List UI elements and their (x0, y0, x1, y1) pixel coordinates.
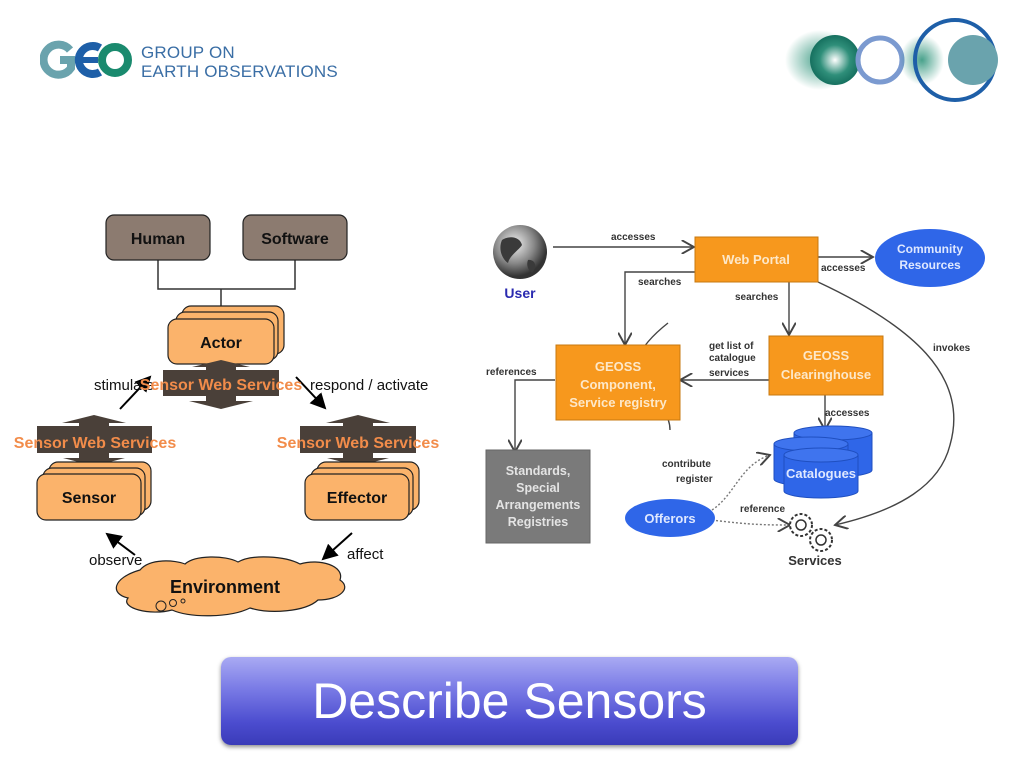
offerors-node[interactable]: Offerors (625, 499, 715, 537)
respond-arrow (295, 376, 327, 410)
gears-icon (789, 513, 833, 552)
registry-standards-arrow (515, 379, 555, 452)
catalogues-node[interactable]: Catalogues (773, 425, 873, 499)
geo-logo (39, 40, 135, 80)
user-node[interactable]: User (493, 225, 547, 301)
community-line2: Resources (899, 258, 961, 272)
logo-text: GROUP ON EARTH OBSERVATIONS (141, 43, 338, 81)
actor-node[interactable]: Actor (167, 305, 285, 365)
registry-line1: GEOSS (595, 359, 642, 374)
invokes-label: invokes (933, 343, 971, 354)
reference-label: reference (740, 504, 785, 515)
describe-sensors-banner: Describe Sensors (221, 657, 798, 745)
register-label: register (676, 474, 713, 485)
getlist-line2: catalogue (709, 353, 756, 364)
affect-label: affect (347, 546, 384, 563)
logo-line2: EARTH OBSERVATIONS (141, 62, 338, 81)
geoss-clearinghouse-node[interactable]: GEOSS Clearinghouse (768, 335, 884, 396)
human-label: Human (131, 231, 185, 248)
effector-label: Effector (327, 490, 387, 507)
sws-right-label: Sensor Web Services (277, 435, 440, 452)
software-node[interactable]: Software (242, 214, 348, 261)
registry-line2: Component, (580, 377, 656, 392)
searches-left-label: searches (638, 277, 682, 288)
services-node[interactable]: Services (788, 513, 842, 568)
portal-services-arrow (817, 281, 955, 525)
sws-left-label: Sensor Web Services (14, 435, 177, 452)
circles-decoration (775, 12, 1020, 107)
web-portal-label: Web Portal (722, 252, 790, 267)
effector-node[interactable]: Effector (304, 461, 420, 521)
registry-line3: Service registry (569, 395, 667, 410)
logo-line1: GROUP ON (141, 43, 235, 62)
stimulate-arrow (119, 375, 152, 410)
software-label: Software (261, 231, 329, 248)
sws-left-arrow (37, 415, 152, 466)
human-node[interactable]: Human (105, 214, 211, 261)
standards-line3: Arrangements (496, 498, 581, 512)
sensor-label: Sensor (62, 490, 116, 507)
sws-right-arrow (300, 415, 416, 466)
actor-label: Actor (200, 335, 242, 352)
environment-label: Environment (170, 577, 280, 597)
searches-mid-label: searches (735, 292, 779, 303)
user-label: User (504, 285, 536, 301)
portal-registry-arrow (625, 271, 695, 345)
sensor-web-diagram: Human Software Actor Sensor Effector st (14, 214, 440, 617)
environment-node[interactable]: Environment (115, 556, 346, 617)
community-resources-node[interactable]: Community Resources (875, 229, 985, 287)
sensor-node[interactable]: Sensor (36, 461, 152, 521)
offerors-catalogues-arrow (711, 455, 770, 511)
standards-line1: Standards, (506, 464, 571, 478)
getlist-line3: services (709, 368, 749, 379)
banner-title: Describe Sensors (312, 673, 707, 729)
observe-arrow (105, 532, 136, 556)
stimulate-label: stimulate (94, 377, 154, 394)
catalogues-label: Catalogues (786, 466, 856, 481)
circles-icon (785, 18, 998, 102)
standards-line2: Special (516, 481, 560, 495)
geoss-registry-node[interactable]: GEOSS Component, Service registry (555, 344, 681, 421)
offerors-label: Offerors (644, 511, 695, 526)
accesses-cat-label: accesses (825, 408, 870, 419)
clearing-line2: Clearinghouse (781, 367, 871, 382)
observe-label: observe (89, 552, 142, 569)
geoss-architecture-diagram: User Web Portal Community Resources GEOS… (485, 225, 985, 568)
getlist-line1: get list of (709, 341, 754, 352)
services-label: Services (788, 553, 842, 568)
clearing-line1: GEOSS (803, 348, 850, 363)
standards-line4: Registries (508, 515, 568, 529)
standards-node[interactable]: Standards, Special Arrangements Registri… (485, 449, 591, 544)
sws-top-label: Sensor Web Services (140, 377, 303, 394)
web-portal-node[interactable]: Web Portal (694, 236, 819, 283)
affect-arrow (321, 532, 353, 561)
geo-logo-icon (39, 40, 132, 79)
community-line1: Community (897, 242, 963, 256)
accesses-top-label: accesses (611, 232, 656, 243)
respond-label: respond / activate (310, 377, 428, 394)
references-label: references (486, 367, 537, 378)
accesses-right-label: accesses (821, 263, 866, 274)
sws-top-arrow (163, 360, 279, 409)
offerors-services-arrow (711, 520, 790, 525)
contribute-label: contribute (662, 459, 711, 470)
